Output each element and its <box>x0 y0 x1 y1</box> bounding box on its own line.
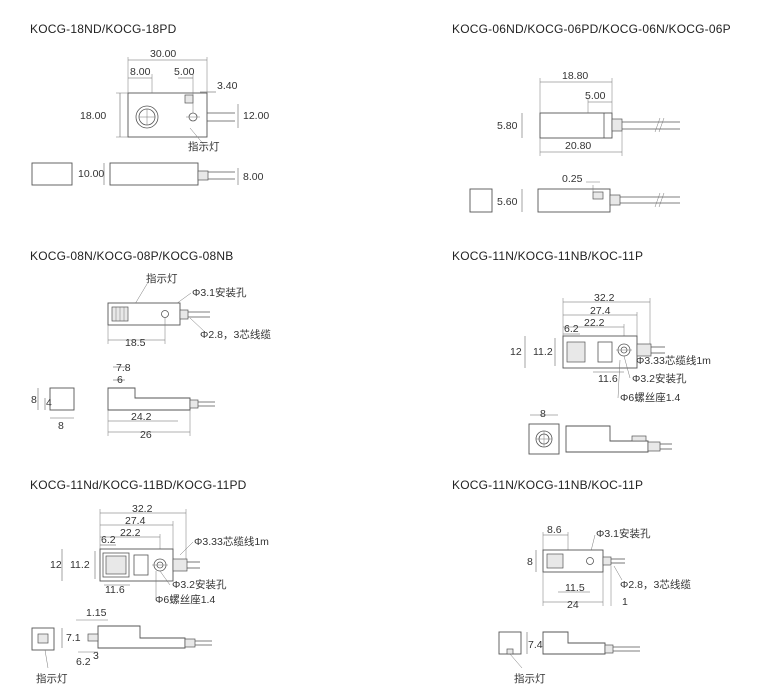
title-kocg-11-d: KOCG-11Nd/KOCG-11BD/KOCG-11PD <box>30 478 247 492</box>
dim-11-5: 11.5 <box>565 582 585 594</box>
sensor-body-side <box>565 425 649 453</box>
dim-7-8: 7.8 <box>116 362 131 374</box>
dim-8-end: 8 <box>31 394 37 406</box>
panel-kocg-08: 指示灯 Φ3.1安装孔 18.5 Φ2.8，3芯线缆 7.8 6 8 4 8 <box>31 272 271 441</box>
sensing-face-circle <box>135 105 159 129</box>
dim-1: 1 <box>622 596 628 608</box>
dim-11-6: 11.6 <box>105 584 125 596</box>
dim-7-4: 7.4 <box>528 639 543 651</box>
sensor-body-top-view <box>127 92 208 138</box>
panel-kocg-18: 30.00 8.00 5.00 3.40 18.00 12.00 指示灯 10.… <box>31 48 269 186</box>
dim-32-2: 32.2 <box>132 503 153 515</box>
dim-5: 5.00 <box>174 66 195 78</box>
sensor-body-side-view <box>109 162 199 186</box>
screw-seat-label: Φ6螺丝座1.4 <box>155 593 215 606</box>
screw-seat-label: Φ6螺丝座1.4 <box>620 391 680 404</box>
panel-kocg-11-a: 32.2 27.4 22.2 6.2 12 11.2 Φ3.33芯缆线1m 11… <box>510 292 711 455</box>
dim-0-25: 0.25 <box>562 173 583 185</box>
dim-12: 12 <box>50 559 62 571</box>
dim-32-2: 32.2 <box>594 292 615 304</box>
dim-11-6: 11.6 <box>598 373 618 385</box>
dim-4: 4 <box>46 397 52 409</box>
dim-22-2: 22.2 <box>584 317 605 329</box>
dim-5-60: 5.60 <box>497 196 518 208</box>
title-kocg-08: KOCG-08N/KOCG-08P/KOCG-08NB <box>30 249 234 263</box>
dim-11-2: 11.2 <box>533 346 553 358</box>
panel-kocg-11-b: 8.6 Φ3.1安装孔 8 Φ2.8，3芯线缆 11.5 24 1 7.4 指示… <box>498 524 691 685</box>
panel-kocg-06: 18.80 5.00 5.80 20.80 5.60 0.25 <box>469 70 680 213</box>
dim-6-2: 6.2 <box>101 534 116 546</box>
dim-5-00: 5.00 <box>585 90 606 102</box>
dim-30: 30.00 <box>150 48 176 60</box>
dim-18-80: 18.80 <box>562 70 588 82</box>
mount-hole-label: Φ3.2安装孔 <box>172 578 227 591</box>
dim-22-2: 22.2 <box>120 527 141 539</box>
dim-7-1: 7.1 <box>66 632 81 644</box>
dim-10: 10.00 <box>78 168 104 180</box>
indicator-label: 指示灯 <box>36 672 68 685</box>
dim-12: 12.00 <box>243 110 269 122</box>
sensor-body-side <box>539 112 613 139</box>
dim-3: 3 <box>93 650 99 662</box>
mount-hole-label: Φ3.1安装孔 <box>192 286 247 299</box>
title-kocg-18: KOCG-18ND/KOCG-18PD <box>30 22 177 36</box>
dim-5-80: 5.80 <box>497 120 518 132</box>
sensor-body-side <box>542 631 606 655</box>
indicator-label: 指示灯 <box>146 272 178 285</box>
cable-label: Φ3.33芯缆线1m <box>636 354 711 367</box>
indicator-label: 指示灯 <box>514 672 546 685</box>
dim-24: 24 <box>567 599 579 611</box>
panel-kocg-11-d: 32.2 27.4 22.2 6.2 Φ3.33芯缆线1m 12 11.2 Φ3… <box>31 503 269 685</box>
dim-8: 8 <box>540 408 546 420</box>
cable-label: Φ3.33芯缆线1m <box>194 535 269 548</box>
dim-26: 26 <box>140 429 152 441</box>
dim-8-side: 8.00 <box>243 171 264 183</box>
dim-27-4: 27.4 <box>590 305 611 317</box>
mount-hole <box>586 557 594 565</box>
dim-6-2-side: 6.2 <box>76 656 91 668</box>
title-kocg-11-a: KOCG-11N/KOCG-11NB/KOC-11P <box>452 249 644 263</box>
dim-1-15: 1.15 <box>86 607 107 619</box>
dim-6: 6 <box>117 374 123 386</box>
dim-8-width: 8 <box>58 420 64 432</box>
title-kocg-11-b: KOCG-11N/KOCG-11NB/KOC-11P <box>452 478 644 492</box>
dim-27-4: 27.4 <box>125 515 146 527</box>
sensor-body-side <box>97 625 186 649</box>
sensor-end-view <box>469 188 493 213</box>
dim-12: 12 <box>510 346 522 358</box>
sensor-body-side <box>107 387 191 411</box>
sensor-end-view <box>49 387 75 411</box>
sensor-end-view <box>31 162 73 186</box>
dim-20-80: 20.80 <box>565 140 591 152</box>
indicator-label: 指示灯 <box>188 140 220 153</box>
dim-24-2: 24.2 <box>131 411 152 423</box>
title-kocg-06: KOCG-06ND/KOCG-06PD/KOCG-06N/KOCG-06P <box>452 22 731 36</box>
cable-label: Φ2.8，3芯线缆 <box>620 578 691 591</box>
dim-3-4: 3.40 <box>217 80 238 92</box>
cable-label: Φ2.8，3芯线缆 <box>200 328 271 341</box>
mount-hole <box>161 310 169 318</box>
dim-6-2: 6.2 <box>564 323 579 335</box>
mount-hole-label: Φ3.1安装孔 <box>596 527 651 540</box>
dim-18-5: 18.5 <box>125 337 146 349</box>
dim-18: 18.00 <box>80 110 106 122</box>
dim-8: 8 <box>527 556 533 568</box>
dim-11-2: 11.2 <box>70 559 90 571</box>
indicator-led <box>184 94 194 104</box>
dim-8-6: 8.6 <box>547 524 562 536</box>
dim-8: 8.00 <box>130 66 151 78</box>
mount-hole-label: Φ3.2安装孔 <box>632 372 687 385</box>
